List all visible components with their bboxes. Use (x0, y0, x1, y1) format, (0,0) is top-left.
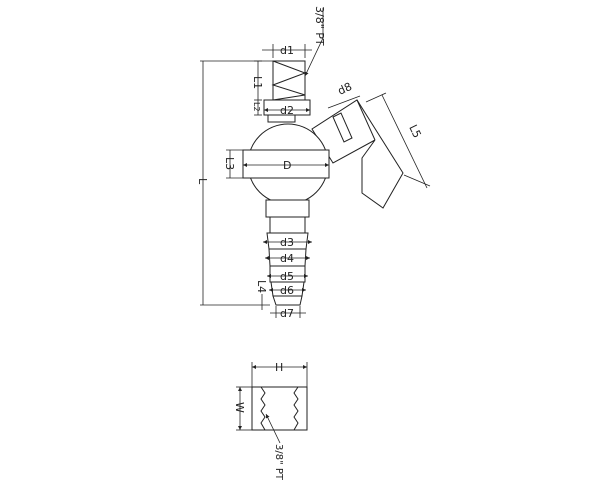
label-H: H (275, 361, 283, 374)
fitting-main-view (242, 60, 404, 306)
outlet-gasket (332, 112, 353, 143)
label-W: W (233, 402, 246, 413)
label-L5: L5 (406, 123, 423, 141)
label-L2: L2 (252, 102, 261, 112)
label-d5: d5 (280, 270, 294, 283)
label-L3: L3 (223, 157, 236, 170)
nut-view: H W 3/8" PT (233, 361, 308, 481)
label-L4: L4 (255, 280, 268, 293)
stem (265, 199, 310, 218)
thread-lines (271, 60, 307, 101)
label-L1: L1 (251, 76, 264, 89)
neck (267, 114, 296, 123)
label-L: L (196, 178, 209, 185)
label-thread-top: 3/8" PT (313, 6, 326, 46)
label-d3: d3 (280, 236, 294, 249)
label-thread-nut: 3/8" PT (273, 444, 284, 481)
label-D: D (283, 159, 291, 172)
label-d6: d6 (280, 284, 294, 297)
dimensions (200, 8, 431, 318)
label-d2: d2 (280, 104, 294, 117)
stem-neck (269, 216, 306, 234)
dimension-labels: d1 d2 L1 L2 L L3 D d8 L5 d3 d4 d5 d6 d7 … (196, 6, 424, 320)
side-outlet (311, 99, 404, 209)
label-d4: d4 (280, 252, 294, 265)
label-d1: d1 (280, 44, 294, 57)
label-d7: d7 (280, 307, 294, 320)
nut-body (251, 386, 308, 431)
tip-d7 (272, 295, 303, 306)
label-d8: d8 (336, 80, 354, 98)
